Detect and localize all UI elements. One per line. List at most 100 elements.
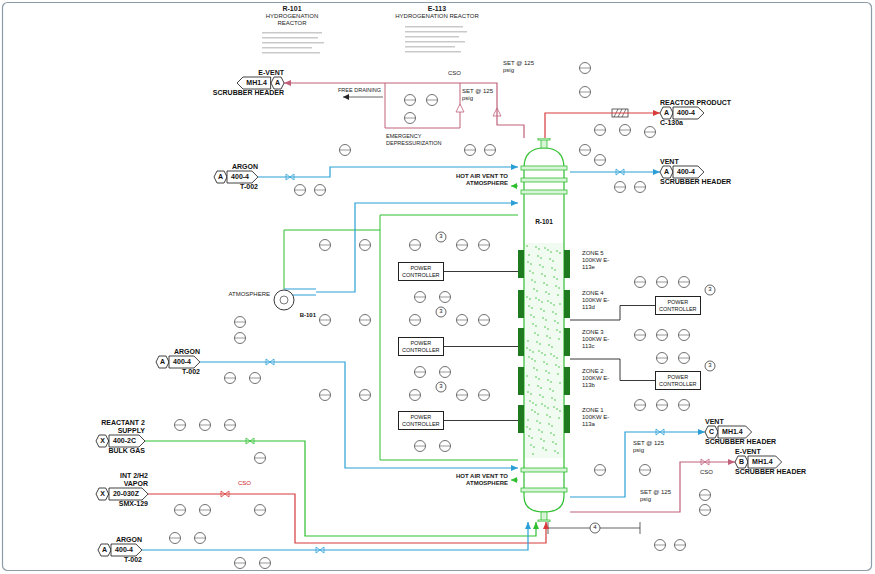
vent-note: HOT AIR VENT TO ATMOSPHERE [456,173,508,187]
connector-title: E-VENT [258,69,284,77]
instrument-bubble [315,185,326,196]
callout-number: 4 [593,524,596,531]
process-line [545,113,660,138]
instrument-bubble [635,330,646,341]
power-controller-box: POWER CONTROLLER [398,337,444,356]
connector-arrow: 400-4 [111,544,142,556]
connector-outline [237,77,271,89]
title-block-lines [262,26,467,54]
instrument-bubble [595,155,606,166]
connector-outline [735,456,748,468]
connector-arrow: MH1.4 [237,77,271,89]
instrument-bubble [465,145,476,156]
power-controller-box: POWER CONTROLLER [398,411,444,430]
connector-title: VENT [705,418,724,426]
connector-subtitle: T-002 [124,556,142,564]
instrument-bubble [235,558,246,569]
instrument-bubble [405,95,416,106]
callout-circles [436,232,715,533]
connector-title: E-VENT [735,448,761,456]
connector-tag: 400-4 [115,546,133,553]
instrument-bubble [200,420,211,431]
controller-text: POWER CONTROLLER [659,374,697,387]
instrument-bubble [657,330,668,341]
instrument-bubble [260,558,271,569]
connector-tag: 400-4 [173,358,191,365]
connector-arrow: 400-4 [673,166,704,178]
instrument-bubble [679,353,690,364]
connector-tag: MH1.4 [722,428,743,435]
instrument-bubble [360,240,371,251]
setpoint-note: SET @ 125 psig [640,489,672,503]
connector-row: CMH1.4 [705,426,752,438]
instrument-bubble [457,315,468,326]
callout-number: 3 [708,286,711,293]
connector-outline [718,426,752,438]
zone-label: ZONE 4 100KW E-113d [582,290,612,312]
instrument-bubble [200,505,211,516]
connector-tag: 20-030Z [113,490,139,497]
instrument-bubble [479,315,490,326]
instrument-bubble [225,420,236,431]
connector-row: A400-4 [98,544,142,556]
note-text: EMERGENCY DEPRESSURIZATION [386,133,450,146]
connector-row: A400-4 [660,107,704,119]
instrument-bubble [657,277,668,288]
process-line [570,462,735,512]
depressurization-line [385,83,460,128]
off-page-connector: E-VENTMH1.4ASCRUBBER HEADER [213,69,284,97]
off-page-connector: VENTA400-4SCRUBBER HEADER [660,158,731,186]
connector-title: INT 2/H2 VAPOR [102,472,148,488]
connector-outline [660,166,673,178]
process-line [570,171,660,172]
instrument-bubble [175,505,186,516]
blower-symbol [272,287,316,325]
note-text: FREE DRAINING [338,87,381,94]
controller-text: POWER CONTROLLER [402,414,440,427]
instrument-bubble [295,185,306,196]
off-page-connector: ARGONA400-4T-002 [98,536,142,564]
connector-tag: A [664,168,669,175]
connector-outline [673,166,704,178]
connector-outline [98,544,111,556]
connector-arrow: 400-4 [673,107,704,119]
process-line [316,203,518,292]
connector-title: ARGON [116,536,142,544]
instrument-bubble [340,145,351,156]
instrument-bubble [635,400,646,411]
instrument-bubble [250,373,261,384]
connector-row: B MH1.4 [735,456,782,468]
instrument-bubble [235,333,246,344]
process-line [145,441,536,536]
title-text: HYDROGENATION REACTOR [395,13,478,20]
connector-tag: X [100,437,105,444]
connector-tag: B [739,458,744,465]
instrument-bubble [615,182,626,193]
title-text: HYDROGENATION REACTOR [260,13,324,27]
instrument-bubble [360,315,371,326]
blower: B-101 [272,287,316,325]
connector-tag: MH1.4 [246,79,267,86]
connector-outline [660,107,673,119]
connector-hex: A [156,356,169,368]
instrument-bubble [655,540,666,551]
connector-arrow: 400-2C [109,435,145,447]
connector-outline [109,488,148,500]
instrument-bubble [235,317,246,328]
instrument-bubble [675,540,686,551]
instrument-bubble [580,145,591,156]
connector-title: ARGON [232,163,258,171]
connector-arrow: 400-4 [227,171,258,183]
setpoint-note: SET @ 125 psig [503,60,535,74]
valve-note: CSO [700,469,713,476]
instrument-bubble [410,390,421,401]
connector-arrow: MH1.4 [748,456,782,468]
connector-row: A400-4 [214,171,258,183]
instrument-bubble [580,87,591,98]
connector-hex: A [660,107,673,119]
connector-arrow: 400-4 [169,356,200,368]
process-line [142,522,528,550]
heater-bands [518,250,570,433]
process-line [444,271,518,272]
instrument-bubble [415,292,426,303]
